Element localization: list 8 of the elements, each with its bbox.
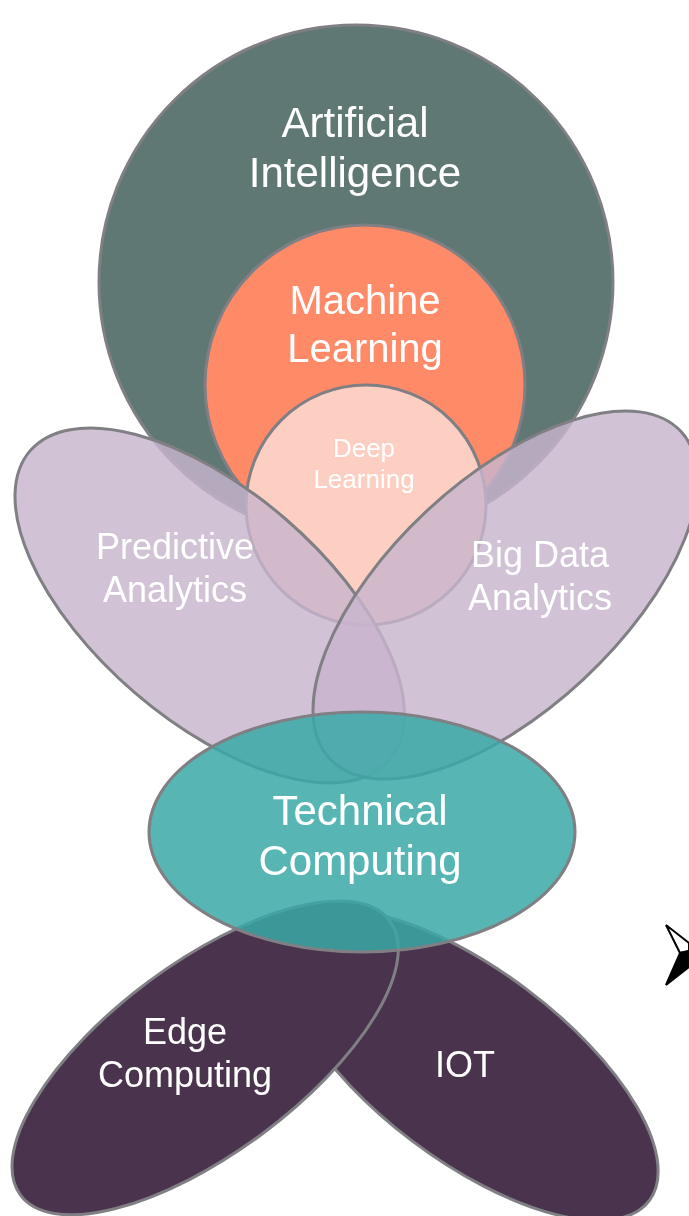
shape-label: Artificial Intelligence	[247, 97, 463, 198]
shape-label: Predictive Analytics	[94, 524, 255, 612]
shape-label: Big Data Analytics	[466, 532, 613, 620]
shape-label: Machine Learning	[286, 277, 444, 372]
shape-label: IOT	[434, 1043, 496, 1087]
shape-label: Deep Learning	[312, 432, 416, 496]
shape-label: Technical Computing	[257, 785, 463, 886]
shape-label: Edge Computing	[96, 1009, 274, 1097]
